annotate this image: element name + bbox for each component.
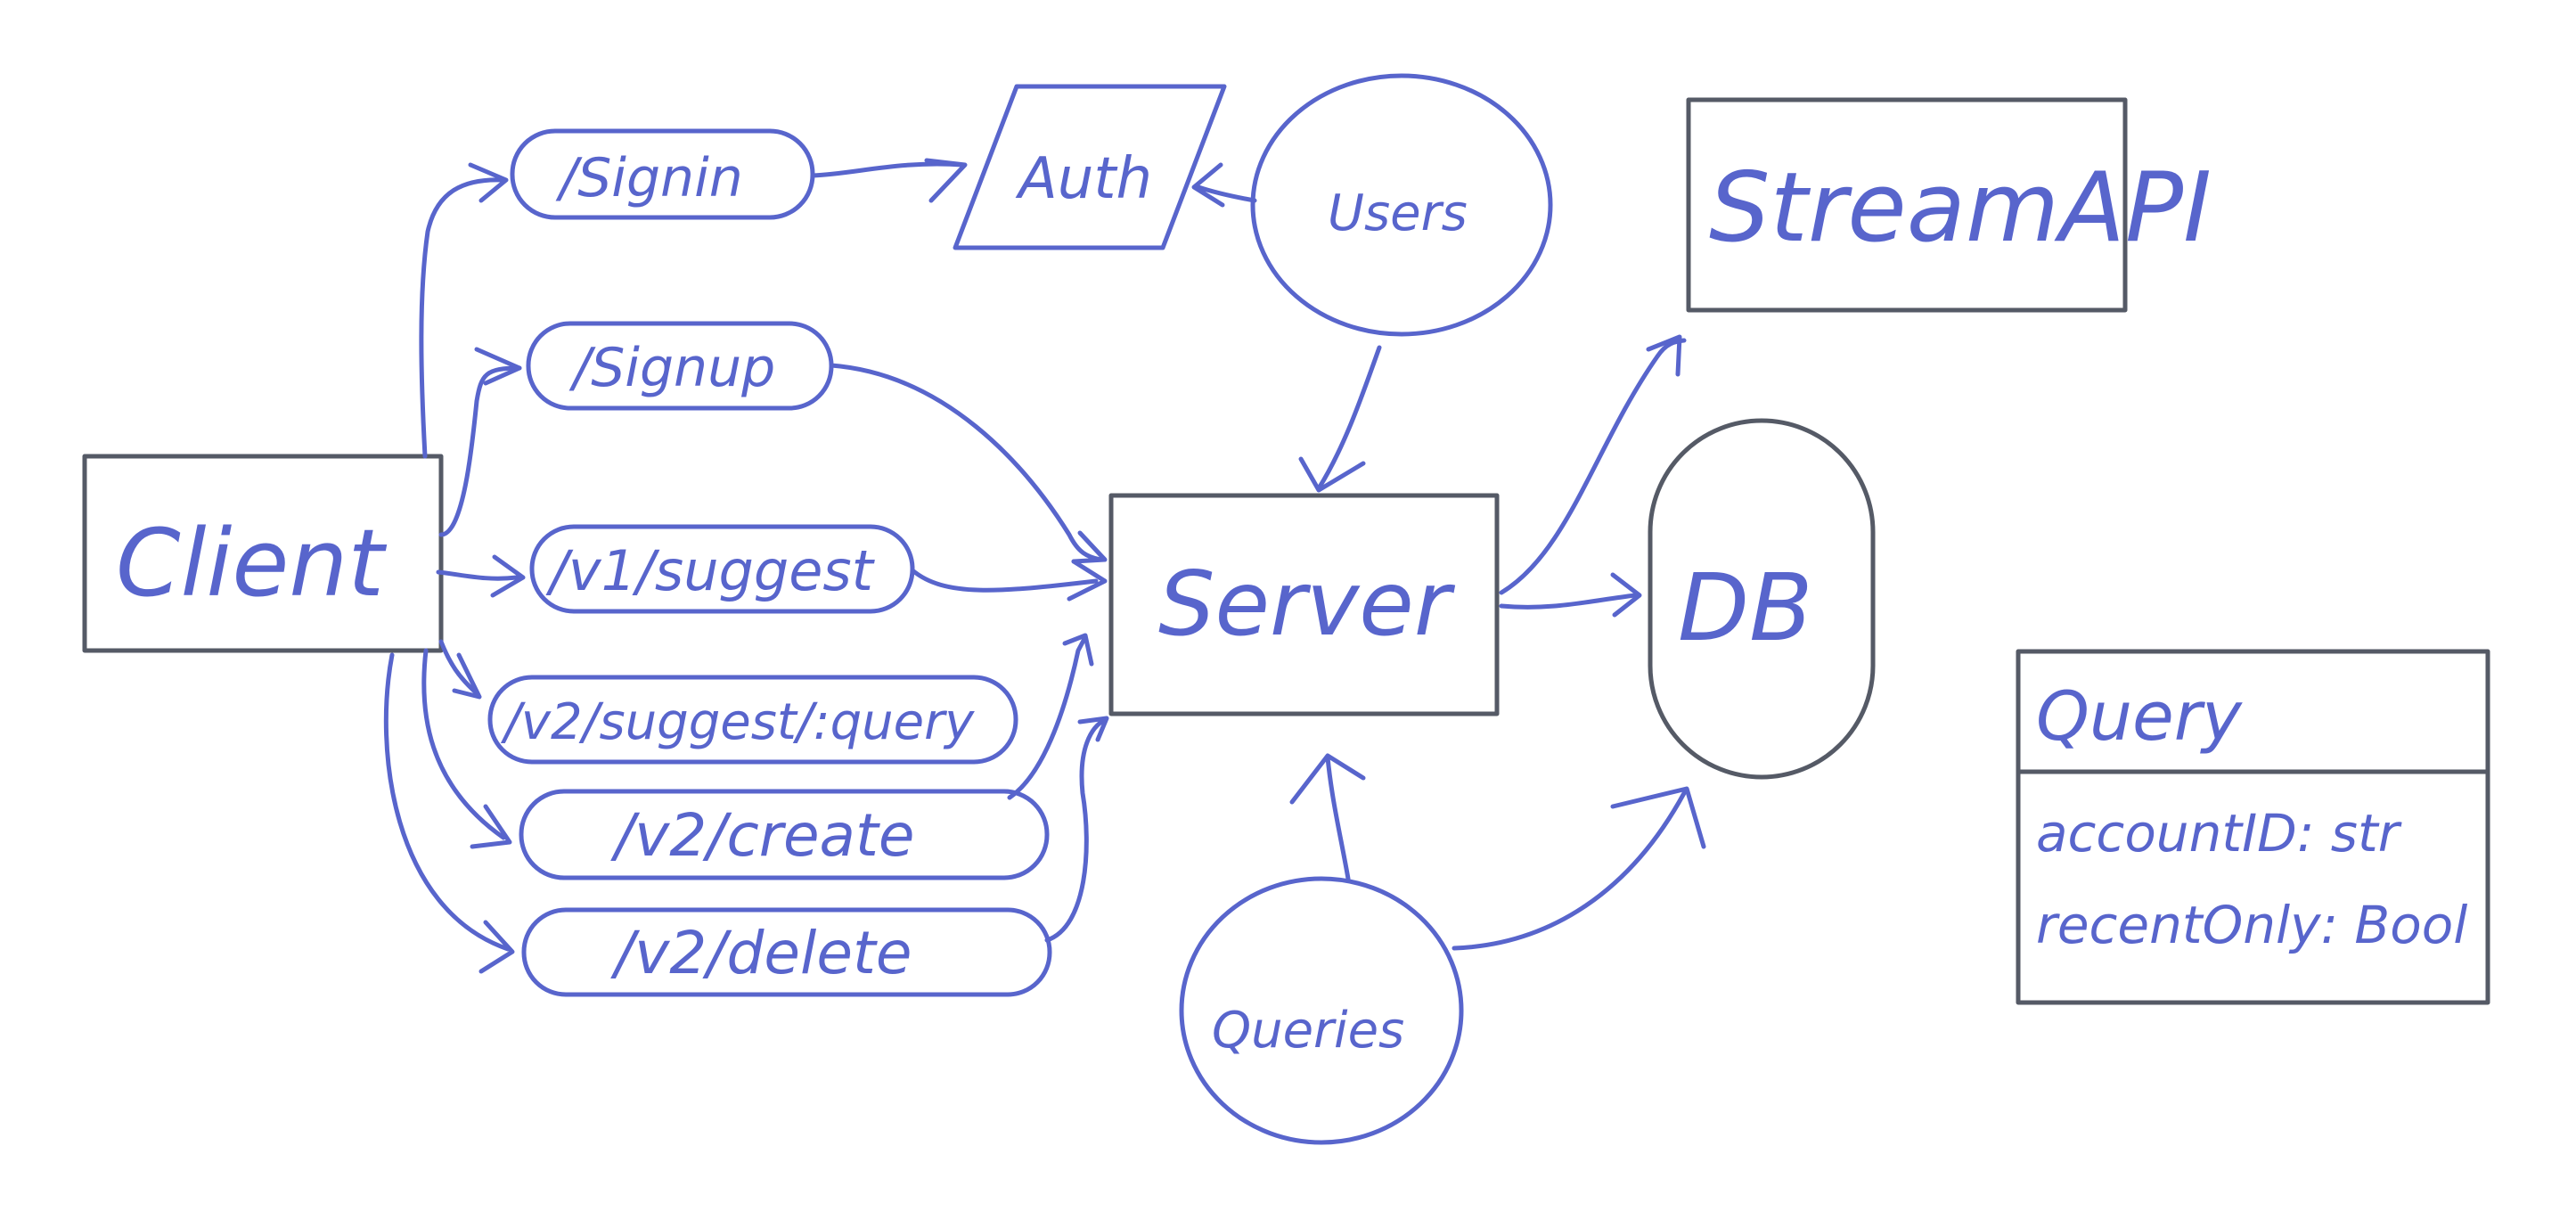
edge-users-auth (1196, 184, 1257, 203)
svg-text:/v2/delete: /v2/delete (610, 919, 912, 987)
route-v2-create: /v2/create (519, 789, 1050, 880)
svg-text:/Signin: /Signin (555, 147, 743, 209)
route-v2-delete: /v2/delete (521, 907, 1052, 997)
query-class-title: Query (2036, 676, 2243, 756)
query-class-field-0: accountID: str (2036, 803, 2402, 864)
edge-client-signin (419, 177, 506, 459)
client-node: Client (82, 454, 444, 653)
db-node: DB (1648, 418, 1876, 780)
route-v2-suggest-query: /v2/suggest/:query (487, 675, 1018, 765)
route-server-edges (810, 158, 1382, 943)
edge-create-server (1007, 634, 1088, 800)
edge-server-stream-api (1499, 338, 1687, 595)
svg-text:/Signup: /Signup (568, 337, 775, 399)
query-class-node: Query accountID: str recentOnly: Bool (2016, 649, 2490, 1005)
client-route-edges (383, 162, 526, 974)
route-v1-suggest: /v1/suggest (529, 524, 915, 614)
edge-delete-server (1044, 717, 1108, 943)
edge-client-signup (438, 365, 522, 537)
edge-server-db (1499, 593, 1638, 610)
queries-node: Queries (1179, 876, 1464, 1145)
server-node: Server (1108, 493, 1500, 716)
edge-queries-server (1325, 755, 1351, 881)
edge-v1-server (910, 568, 1099, 593)
svg-text:Server: Server (1158, 552, 1456, 656)
edge-signin-auth (810, 161, 965, 178)
svg-text:Users: Users (1328, 184, 1468, 242)
server-out-edges (1452, 334, 1706, 951)
svg-text:Auth: Auth (1015, 146, 1152, 212)
edge-signup-server (829, 363, 1103, 562)
edge-client-v1-suggest (436, 569, 519, 581)
route-signin: /Signin (510, 128, 815, 220)
query-class-field-1: recentOnly: Bool (2036, 895, 2467, 955)
edge-users-server (1316, 345, 1382, 491)
users-node: Users (1250, 73, 1553, 337)
svg-text:/v2/suggest/:query: /v2/suggest/:query (500, 693, 975, 751)
stream-api-node: StreamAPI (1686, 97, 2212, 313)
svg-text:DB: DB (1678, 553, 1812, 662)
svg-text:Queries: Queries (1212, 1002, 1404, 1060)
edge-client-v2-suggest (438, 639, 479, 696)
svg-text:StreamAPI: StreamAPI (1709, 152, 2212, 264)
svg-text:/v2/create: /v2/create (610, 801, 914, 870)
edge-queries-db (1452, 790, 1687, 951)
svg-text:/v1/suggest: /v1/suggest (545, 538, 876, 603)
edge-client-v2-create (421, 648, 506, 840)
edge-client-v2-delete (383, 652, 511, 952)
auth-node: Auth (953, 84, 1227, 250)
route-signup: /Signup (526, 321, 834, 411)
client-label: Client (116, 509, 387, 618)
